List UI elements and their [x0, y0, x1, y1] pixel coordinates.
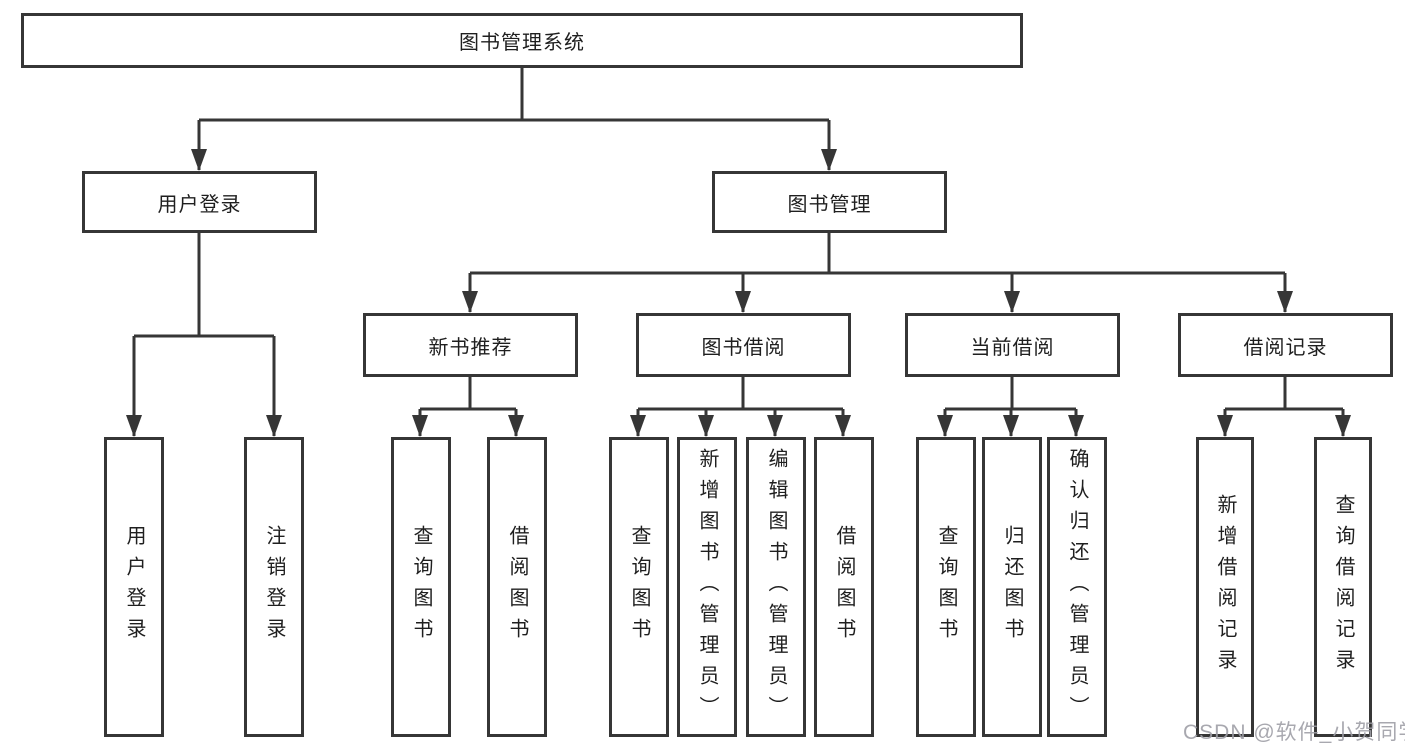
node-label: 用户登录	[157, 193, 242, 216]
node-book-borrowing: 图书借阅	[636, 313, 851, 377]
edge-root-bus	[199, 68, 829, 122]
leaf-label: 借阅图书	[833, 525, 855, 649]
leaf-label: 编辑图书（管理员）	[765, 447, 787, 727]
edge-currentborrow-bus	[945, 377, 1076, 411]
leaf-label: 新增图书（管理员）	[696, 447, 718, 727]
node-label: 新书推荐	[428, 336, 513, 359]
leaf-newbook-borrow-books: 借阅图书	[487, 437, 547, 737]
edge-bookmgmt-bus	[470, 233, 1285, 275]
node-label: 图书管理	[787, 193, 872, 216]
node-root-system: 图书管理系统	[21, 13, 1023, 68]
leaf-borrow-edit-books-admin: 编辑图书（管理员）	[746, 437, 806, 737]
node-label: 借阅记录	[1243, 336, 1328, 359]
node-book-management: 图书管理	[712, 171, 947, 233]
node-label: 当前借阅	[970, 336, 1055, 359]
leaf-label: 借阅图书	[506, 525, 528, 649]
node-user-login: 用户登录	[82, 171, 317, 233]
leaf-borrow-add-books-admin: 新增图书（管理员）	[677, 437, 737, 737]
node-borrowing-records: 借阅记录	[1178, 313, 1393, 377]
leaf-label: 查询借阅记录	[1332, 494, 1354, 680]
leaf-borrow-borrow-books: 借阅图书	[814, 437, 874, 737]
node-current-borrowing: 当前借阅	[905, 313, 1120, 377]
leaf-label: 查询图书	[935, 525, 957, 649]
edge-bookborrow-bus	[638, 377, 843, 411]
leaf-label: 归还图书	[1001, 525, 1023, 649]
leaf-label: 新增借阅记录	[1214, 494, 1236, 680]
leaf-newbook-query-books: 查询图书	[391, 437, 451, 737]
csdn-watermark: CSDN @软件_小贺同学	[1183, 721, 1405, 744]
node-label: 图书借阅	[701, 336, 786, 359]
leaf-record-add-borrow-record: 新增借阅记录	[1196, 437, 1254, 737]
leaf-label: 注销登录	[263, 525, 285, 649]
node-label: 图书管理系统	[459, 32, 585, 54]
leaf-logout: 注销登录	[244, 437, 304, 737]
edge-userlogin-bus	[134, 233, 274, 338]
leaf-current-confirm-return-admin: 确认归还（管理员）	[1047, 437, 1107, 737]
leaf-label: 查询图书	[628, 525, 650, 649]
leaf-current-query-books: 查询图书	[916, 437, 976, 737]
leaf-borrow-query-books: 查询图书	[609, 437, 669, 737]
edge-newbook-bus	[420, 377, 516, 411]
leaf-user-login: 用户登录	[104, 437, 164, 737]
edge-borrowrecord-bus	[1225, 377, 1343, 411]
leaf-current-return-books: 归还图书	[982, 437, 1042, 737]
node-new-book-recommend: 新书推荐	[363, 313, 578, 377]
leaf-label: 用户登录	[123, 525, 145, 649]
leaf-label: 查询图书	[410, 525, 432, 649]
leaf-record-query-borrow-record: 查询借阅记录	[1314, 437, 1372, 737]
leaf-label: 确认归还（管理员）	[1066, 447, 1088, 727]
